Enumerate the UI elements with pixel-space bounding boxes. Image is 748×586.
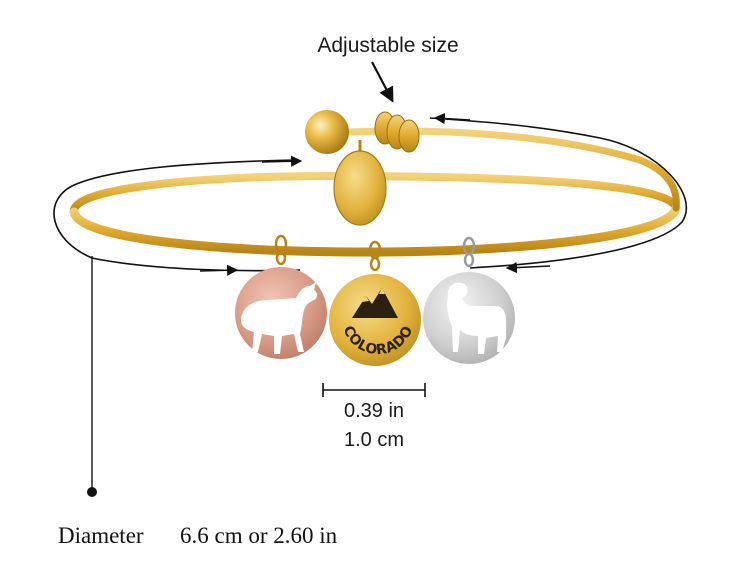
mountain-goat-icon (240, 282, 317, 354)
diameter-value: 6.6 cm or 2.60 in (180, 523, 338, 548)
guide-arrow-bottom-left (199, 264, 239, 276)
diameter-guide-ring-right (429, 117, 688, 269)
adjustable-arrow (371, 61, 394, 103)
guide-arrow-top-left (261, 155, 303, 167)
bangle-band-upper (346, 127, 680, 212)
bangle-ball-end (305, 110, 349, 154)
diameter-leader-dot (87, 487, 97, 497)
charm-size-inches: 0.39 in (344, 400, 404, 422)
adjustable-coil (374, 111, 420, 153)
diameter-label: Diameter (58, 523, 144, 548)
charm-size-cm: 1.0 cm (344, 429, 404, 451)
bighorn-sheep-icon (447, 282, 506, 354)
charm-rose-gold-goat (235, 234, 327, 359)
guide-arrow-top-right (433, 112, 471, 125)
mountains-icon (352, 288, 398, 318)
oval-tag-charm (333, 150, 387, 226)
adjustable-size-label: Adjustable size (317, 34, 458, 57)
guide-arrow-bottom-right (505, 261, 551, 274)
charm-gold-colorado: COLORADO (329, 240, 421, 366)
charm-silver-sheep (423, 236, 515, 364)
diameter-guide-ring (53, 159, 301, 272)
